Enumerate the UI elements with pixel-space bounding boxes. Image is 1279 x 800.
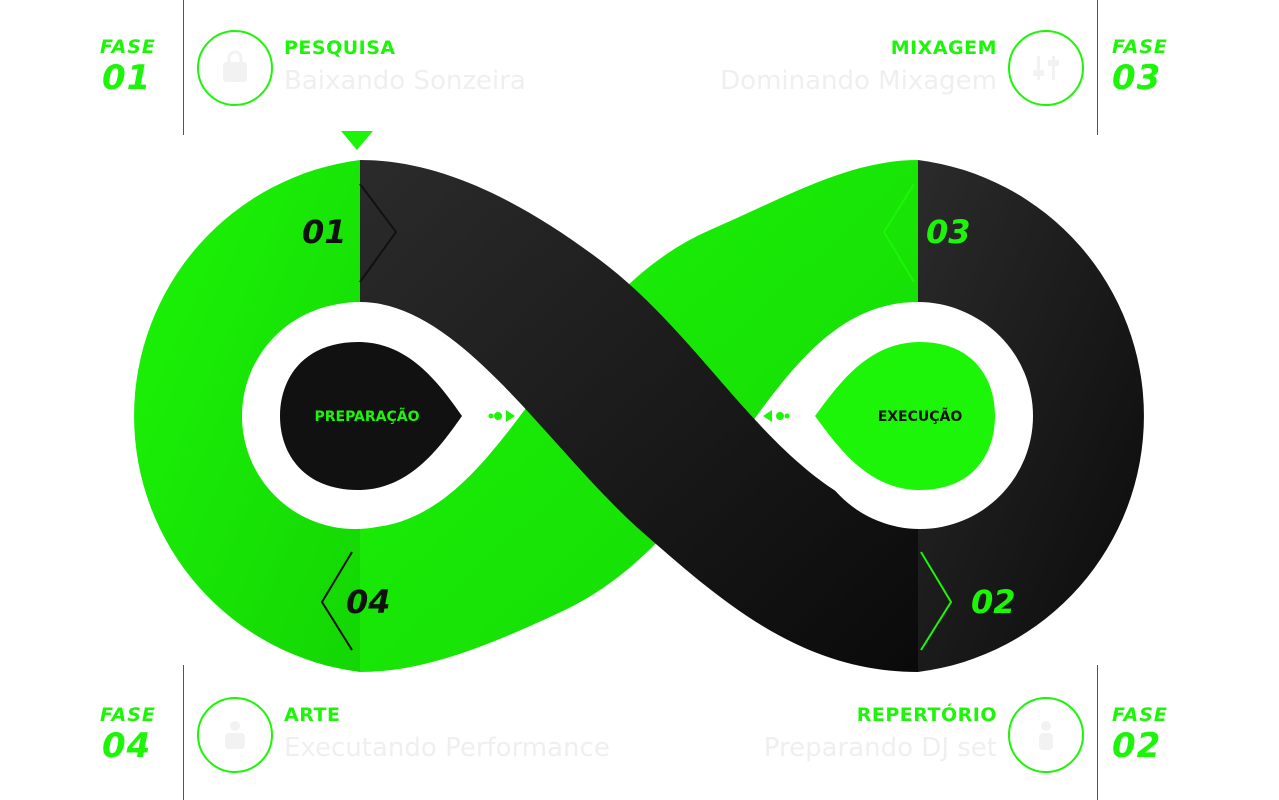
left-lobe — [134, 160, 360, 672]
start-pointer — [341, 131, 373, 150]
sliders-icon — [1008, 30, 1084, 106]
divider-03 — [1097, 0, 1098, 135]
phase-02-number: 02 — [1112, 726, 1162, 766]
phase-03-word: FASE — [1112, 36, 1168, 58]
chevron-01 — [359, 183, 398, 283]
divider-01 — [183, 0, 184, 135]
person-icon — [1008, 697, 1084, 773]
phase-04-word: FASE — [100, 704, 156, 726]
phase-01-subtitle: Baixando Sonzeira — [284, 66, 526, 96]
phase-04-subtitle: Executando Performance — [284, 733, 610, 763]
phase-02-title: REPERTÓRIO — [856, 704, 997, 726]
divider-02 — [1097, 665, 1098, 800]
phase-02-subtitle: Preparando DJ set — [763, 733, 997, 763]
dark-band — [360, 160, 918, 672]
right-arrow-marker — [488, 410, 515, 422]
bag-icon — [197, 30, 273, 106]
chevron-03 — [882, 183, 915, 283]
left-teardrop — [280, 342, 462, 490]
phase-03-number: 03 — [1112, 58, 1162, 98]
segment-01: 01 — [302, 213, 347, 251]
phase-02-word: FASE — [1112, 704, 1168, 726]
phase-01-number: 01 — [102, 58, 152, 98]
left-loop-label: PREPARAÇÃO — [314, 408, 419, 425]
right-loop-label: EXECUÇÃO — [878, 408, 963, 425]
phase-04-title: ARTE — [284, 704, 341, 726]
segment-02: 02 — [971, 583, 1016, 621]
right-lobe — [918, 160, 1144, 672]
chevron-02 — [920, 551, 953, 651]
phase-03-title: MIXAGEM — [890, 37, 997, 59]
right-teardrop — [815, 342, 995, 490]
segment-03: 03 — [926, 213, 971, 251]
divider-04 — [183, 665, 184, 800]
segment-04: 04 — [346, 583, 391, 621]
phase-01-word: FASE — [100, 36, 156, 58]
performer-icon — [197, 697, 273, 773]
phase-01-title: PESQUISA — [284, 37, 396, 59]
left-arrow-marker — [763, 410, 790, 422]
chevron-04 — [320, 551, 353, 651]
phase-04-number: 04 — [102, 726, 152, 766]
phase-03-subtitle: Dominando Mixagem — [720, 66, 997, 96]
